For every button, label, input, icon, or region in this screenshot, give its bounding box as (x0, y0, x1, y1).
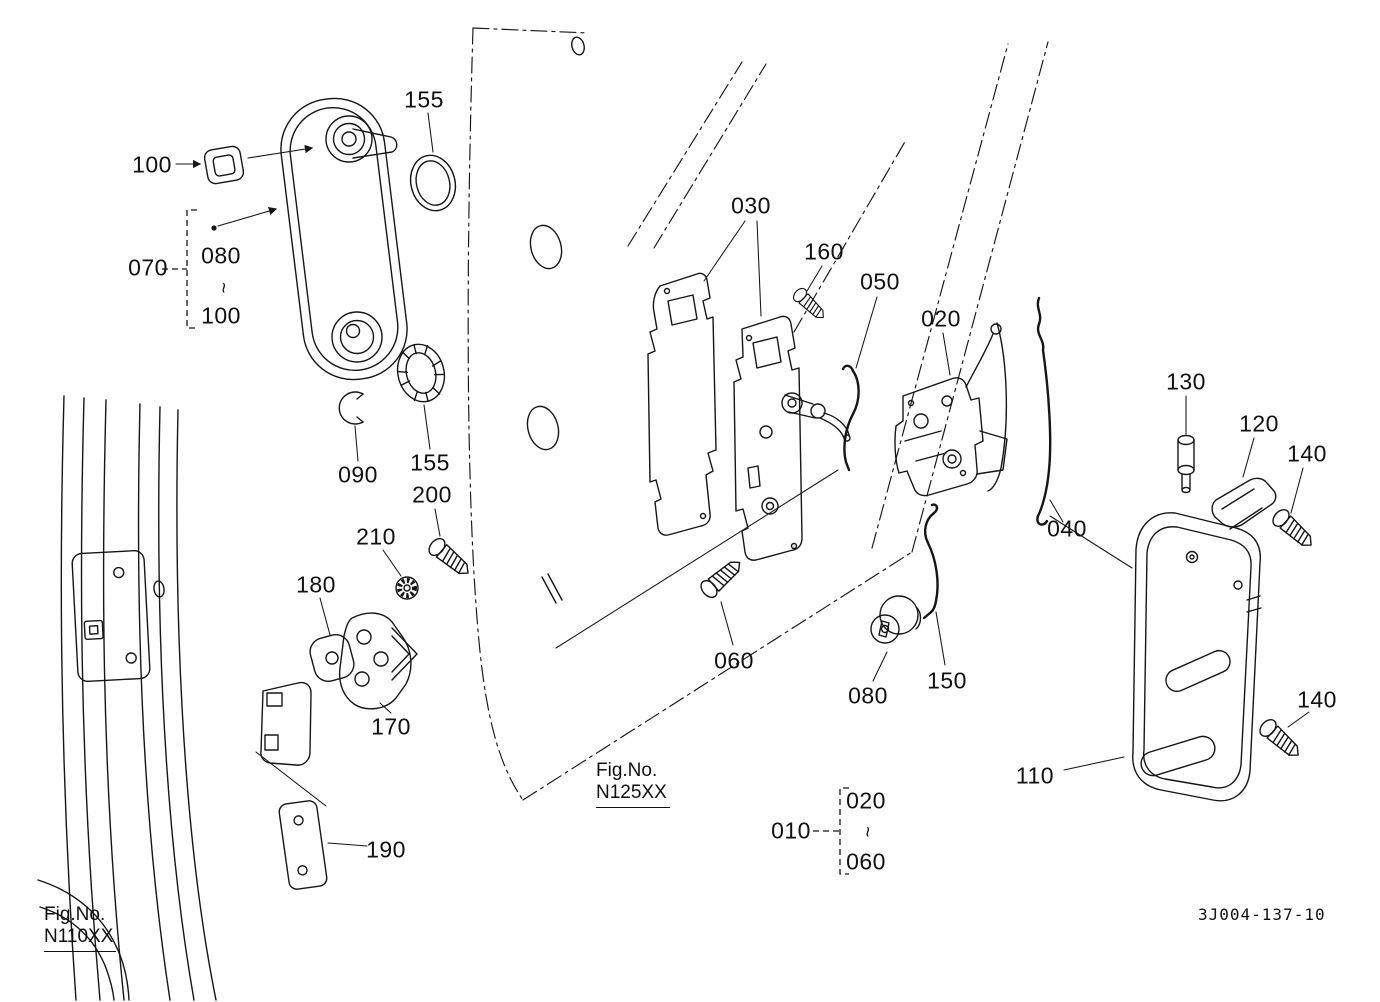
callout-part-190-plate: 190 (366, 836, 406, 863)
callout-part-155-grommet-lower: 155 (410, 449, 450, 476)
callout-part-050-rod: 050 (860, 268, 900, 295)
part-100-plug-shape (203, 145, 245, 185)
drawing-number: 3J004-137-10 (1198, 905, 1326, 924)
callout-part-180-plate: 180 (296, 571, 336, 598)
fig-ref-n110xx-prefix: Fig.No. (44, 904, 106, 925)
door-frame-edges (37, 395, 217, 1001)
part-120-cap-shape (1211, 477, 1277, 530)
callout-part-110-handle: 110 (1015, 762, 1055, 789)
part-155-grommet-lower-shape (396, 343, 446, 403)
part-155-ring-upper-shape (409, 154, 457, 212)
callout-part-130-pin: 130 (1166, 368, 1206, 395)
part-180-plate-shape (309, 634, 355, 682)
door-frame-bracket (260, 681, 312, 766)
callout-group-070-range-end: 100 (201, 302, 241, 329)
part-030-brackets-shape (647, 272, 851, 561)
leader-lines (175, 112, 1310, 847)
callout-group-010-label: 010 (771, 817, 811, 844)
callout-group-070-label: 070 (128, 254, 168, 281)
callout-part-200-screw: 200 (412, 481, 452, 508)
part-190-plate-shape (278, 800, 328, 890)
part-090-clip-shape (338, 391, 364, 425)
callout-part-060-screw: 060 (714, 647, 754, 674)
part-110-housing-shape (1132, 512, 1262, 802)
fig-ref-n125xx: Fig.No.N125XX (596, 760, 670, 808)
door-panel-outline (467, 27, 1049, 801)
part-020-latch-shape (894, 322, 1008, 497)
callout-part-030-bracket: 030 (731, 192, 771, 219)
callout-part-160-screw: 160 (804, 238, 844, 265)
callout-group-010-range-start: 020 (846, 787, 886, 814)
callout-group-070-tilde: ~ (212, 282, 233, 294)
part-150-rod-shape (922, 503, 939, 620)
callout-part-080-cylinder: 080 (848, 682, 888, 709)
fig-ref-n125xx-code: N125XX (596, 782, 667, 804)
callout-part-090-clip: 090 (338, 461, 378, 488)
door-panel-holes (526, 36, 585, 604)
part-080-cylinder-shape (870, 595, 922, 644)
callout-part-170-plate: 170 (371, 713, 411, 740)
callout-part-020-latch: 020 (921, 305, 961, 332)
fig-ref-n110xx: Fig.No.N110XX (44, 904, 117, 952)
fig-ref-n110xx-code: N110XX (44, 926, 114, 948)
group-brackets (162, 209, 849, 875)
part-040-rod-shape (1036, 296, 1052, 526)
door-frame-striker-plate (71, 550, 151, 682)
callout-part-210-washer: 210 (356, 523, 396, 550)
part-170-plate-shape (338, 612, 418, 710)
callout-group-010-tilde: ~ (856, 826, 877, 838)
part-050-rod-shape (841, 364, 860, 472)
fig-ref-n125xx-prefix: Fig.No. (596, 760, 658, 781)
callout-part-155-ring-upper: 155 (404, 86, 444, 113)
callout-part-140-screw-lower: 140 (1297, 686, 1337, 713)
part-130-pin-shape (1177, 434, 1195, 494)
callout-group-010-range-end: 060 (846, 848, 886, 875)
callout-part-040-rod: 040 (1047, 515, 1087, 542)
callout-part-150-rod: 150 (927, 667, 967, 694)
part-210-washer-shape (395, 576, 419, 600)
callout-part-120-cap: 120 (1239, 410, 1279, 437)
callout-part-100-plug: 100 (132, 151, 172, 178)
callout-group-070-range-start: 080 (201, 242, 241, 269)
callout-part-140-screw-upper: 140 (1287, 440, 1327, 467)
handle-escutcheon-assembly (280, 97, 408, 381)
